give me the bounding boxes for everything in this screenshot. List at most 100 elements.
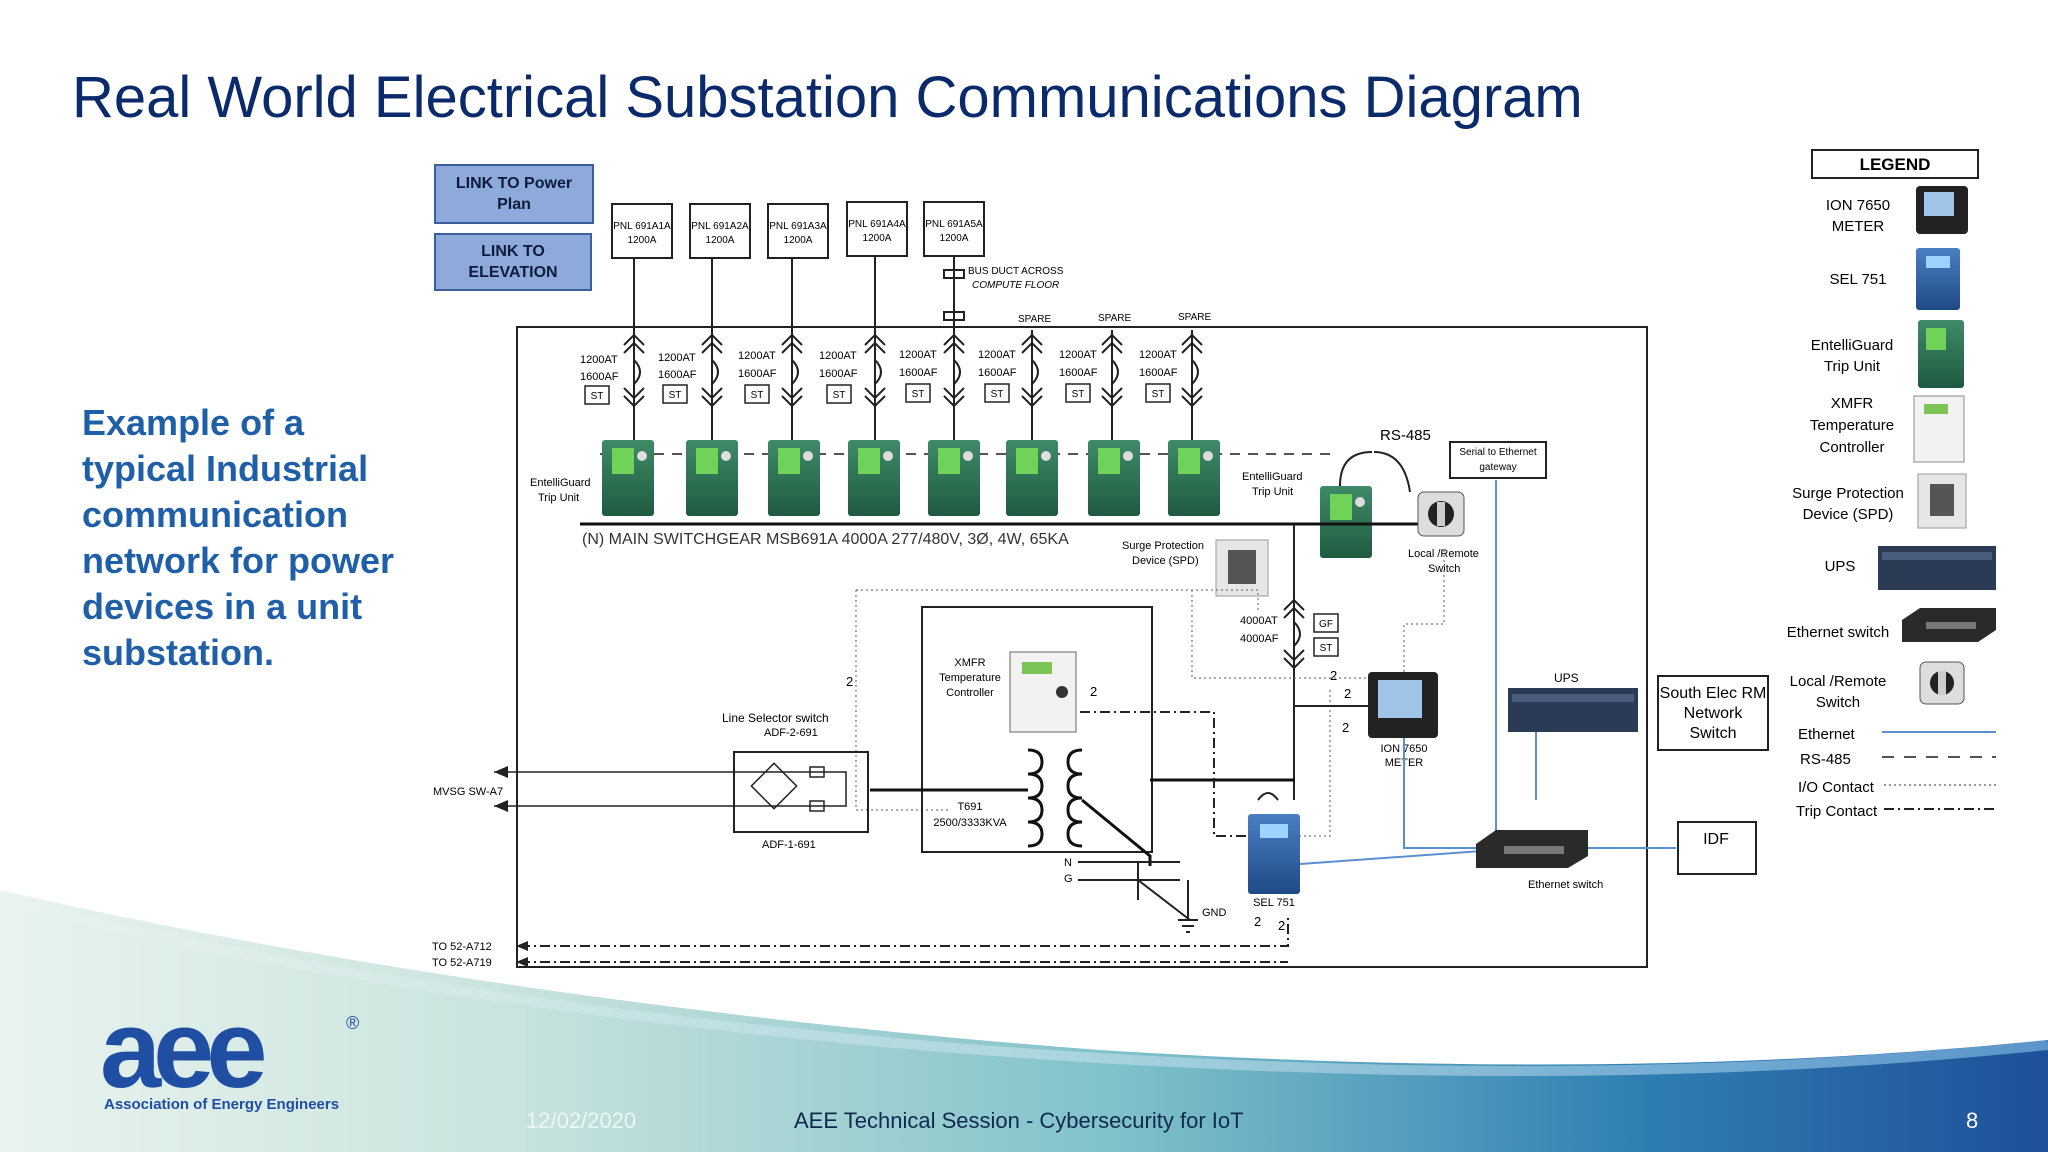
legend-local-remote: Switch [1816,694,1860,711]
legend-spd: Device (SPD) [1803,506,1894,523]
south-elec-label: South Elec RM [1660,685,1767,702]
svg-text:1200AT: 1200AT [738,350,776,362]
svg-text:ST: ST [991,389,1004,400]
ups-device [1508,688,1638,732]
bottom-arrows [516,941,528,967]
legend-spd: Surge Protection [1792,485,1904,502]
south-elec-box [1657,675,1769,751]
legend-xmfr: Temperature [1810,417,1894,434]
gf-box [1313,613,1339,633]
legend-eg: EntelliGuard [1811,337,1894,354]
sel751-ct [1257,792,1279,801]
svg-text:2: 2 [1254,914,1261,929]
adf1-label: ADF-1-691 [762,839,816,851]
legend-eg: Trip Unit [1824,358,1881,375]
panel-label: PNL 691A5A [925,219,983,230]
sel751-label: SEL 751 [1253,897,1295,909]
svg-text:1600AF: 1600AF [899,367,938,379]
ups-label: UPS [1554,671,1579,685]
entelliguard-label: EntelliGuard [1242,471,1303,483]
legend-local-remote-icon [1919,661,1965,705]
svg-text:ST: ST [1072,389,1085,400]
legend-spd-icon [1917,473,1967,529]
bus-duct-label: BUS DUCT ACROSS [968,266,1064,277]
panel-rating: 1200A [628,235,657,246]
svg-text:ST: ST [1152,389,1165,400]
svg-text:1200AT: 1200AT [1059,349,1097,361]
switchgear-enclosure [516,326,1648,968]
entelliguard-label: Trip Unit [538,492,579,504]
st-label-main: ST [1320,643,1333,654]
link-elevation-button[interactable]: LINK TO ELEVATION [434,233,592,291]
xmfr-label: XMFR [954,657,985,669]
bus-duct-label: COMPUTE FLOOR [972,280,1059,291]
serial-gateway-label: gateway [1479,462,1516,473]
link-power-plan-button[interactable]: LINK TO Power Plan [434,164,594,224]
legend-xmfr: Controller [1819,439,1884,456]
svg-text:1200AT: 1200AT [1139,349,1177,361]
svg-text:2: 2 [1278,918,1285,933]
svg-text:2: 2 [1342,720,1349,735]
svg-text:2: 2 [846,674,853,689]
feeder-breakers [623,256,1203,440]
legend-ethernet: Ethernet [1798,726,1856,743]
svg-text:1200AT: 1200AT [899,349,937,361]
legend-ion-icon [1916,186,1968,234]
to-52-a719-label: TO 52-A719 [432,957,492,969]
legend-local-remote: Local /Remote [1790,673,1887,690]
svg-text:1600AF: 1600AF [658,369,697,381]
mvsg-arrows [494,766,508,812]
legend-trip: Trip Contact [1796,803,1878,820]
legend-eth-switch-icon [1902,608,1996,642]
rs485-label: RS-485 [1380,427,1431,444]
xmfr-label: Controller [946,687,994,699]
local-remote-label: Switch [1428,563,1460,575]
idf-label: IDF [1703,831,1729,848]
gnd-label: GND [1202,907,1227,919]
page-number: 8 [1966,1108,1979,1133]
gf-label: GF [1319,619,1333,630]
t691-label: 2500/3333KVA [933,817,1007,829]
ion-meter [1368,672,1438,738]
spare-label: SPARE [1018,314,1051,325]
rs485-branch [1339,451,1411,493]
spare-label: SPARE [1098,313,1131,324]
svg-text:ST: ST [591,391,604,402]
legend-title: LEGEND [1860,155,1931,174]
t691-label: T691 [957,801,982,813]
spd-device [1215,539,1269,597]
spd-label: Surge Protection [1122,540,1204,552]
xmfr-controller [1009,651,1077,733]
line-selector-label: Line Selector switch [722,711,829,725]
mvsg-label: MVSG SW-A7 [433,786,503,798]
svg-text:ST: ST [912,389,925,400]
idf-box [1677,821,1757,875]
legend-io: I/O Contact [1798,779,1875,796]
main-breaker [1283,524,1305,800]
panel-rating: 1200A [863,233,892,244]
st-box-main [1313,637,1339,657]
legend-ups: UPS [1825,558,1856,575]
spd-label: Device (SPD) [1132,555,1199,567]
xmfr-label: Temperature [939,672,1001,684]
spare-label: SPARE [1178,312,1211,323]
footer-date: 12/02/2020 [526,1108,637,1133]
entelliguard-label: Trip Unit [1252,486,1293,498]
legend-sel-icon [1916,248,1960,310]
main-breaker-af: 4000AF [1240,633,1279,645]
trip-contact-line [1080,711,1246,837]
south-elec-label: Network [1684,705,1744,722]
local-remote-switch [1417,491,1465,537]
logo-subtext: Association of Energy Engineers [104,1096,339,1113]
main-switchgear-label: (N) MAIN SWITCHGEAR MSB691A 4000A 277/48… [582,531,1069,548]
neutral-label: N [1064,857,1072,869]
svg-text:1600AF: 1600AF [1059,367,1098,379]
line-selector-label: ADF-2-691 [764,727,818,739]
svg-text:2: 2 [1330,668,1337,683]
svg-text:1600AF: 1600AF [580,371,619,383]
xmfr-enclosure [921,606,1153,853]
io-contact-lines [855,550,1445,837]
